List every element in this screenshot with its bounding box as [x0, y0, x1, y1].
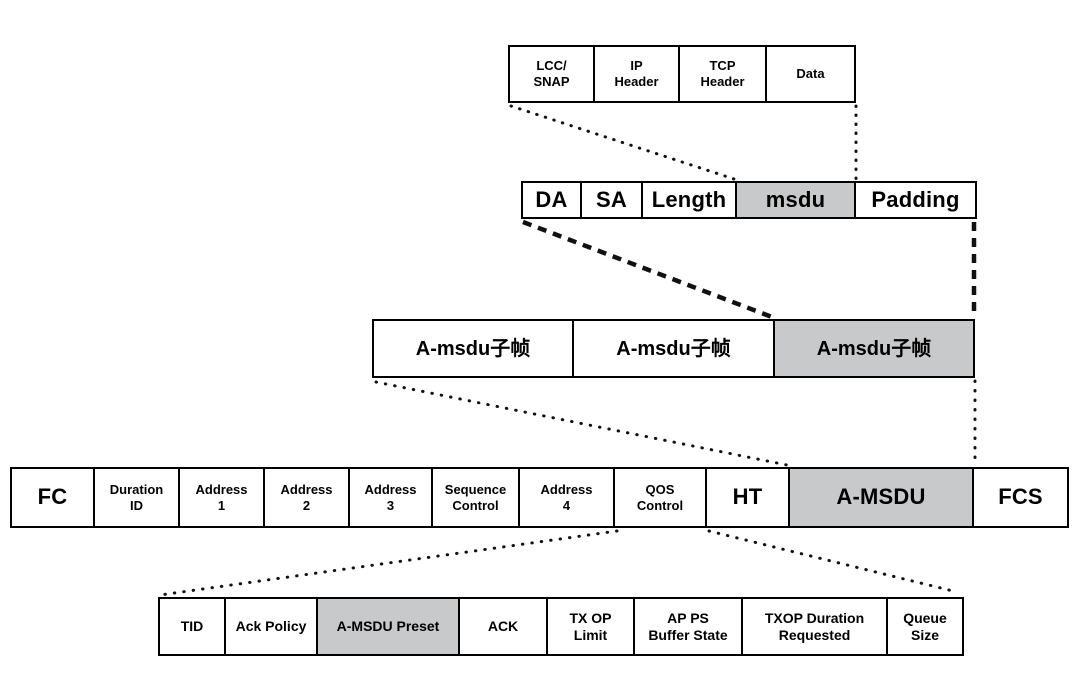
- field-amsdu-subframe-3: A-msdu子帧: [775, 319, 975, 378]
- row-msdu-payload: LCC/ SNAP IP Header TCP Header Data: [508, 45, 856, 103]
- field-address-3: Address 3: [350, 467, 433, 528]
- field-da: DA: [521, 181, 582, 219]
- field-ip-header: IP Header: [595, 45, 680, 103]
- row-amsdu-subframe-fields: DA SA Length msdu Padding: [521, 181, 977, 219]
- qos-expand-left-dotted-line: [158, 529, 619, 597]
- subframe-to-aggregate-left-dashed-line: [522, 219, 773, 320]
- field-queue-size: Queue Size: [888, 597, 964, 656]
- field-tid: TID: [158, 597, 226, 656]
- aggregate-to-amsdu-left-dotted-line: [374, 380, 789, 467]
- field-amsdu-preset: A-MSDU Preset: [318, 597, 460, 656]
- field-data: Data: [767, 45, 856, 103]
- field-msdu: msdu: [737, 181, 856, 219]
- field-amsdu-subframe-1: A-msdu子帧: [372, 319, 574, 378]
- qos-expand-right-dotted-line: [707, 529, 959, 594]
- payload-to-msdu-left-dotted-line: [509, 104, 736, 181]
- field-address-2: Address 2: [265, 467, 350, 528]
- field-a-msdu: A-MSDU: [790, 467, 974, 528]
- field-duration-id: Duration ID: [95, 467, 180, 528]
- field-ap-ps-buffer-state: AP PS Buffer State: [635, 597, 743, 656]
- field-padding: Padding: [856, 181, 977, 219]
- field-address-1: Address 1: [180, 467, 265, 528]
- field-tcp-header: TCP Header: [680, 45, 767, 103]
- field-amsdu-subframe-2: A-msdu子帧: [574, 319, 775, 378]
- field-fc: FC: [10, 467, 95, 528]
- field-sequence-control: Sequence Control: [433, 467, 520, 528]
- field-txop-limit: TX OP Limit: [548, 597, 635, 656]
- field-ack: ACK: [460, 597, 548, 656]
- field-txop-duration-requested: TXOP Duration Requested: [743, 597, 888, 656]
- row-amsdu-aggregate: A-msdu子帧 A-msdu子帧 A-msdu子帧: [372, 319, 975, 378]
- field-qos-control: QOS Control: [615, 467, 707, 528]
- field-fcs: FCS: [974, 467, 1069, 528]
- field-length: Length: [643, 181, 737, 219]
- field-lcc-snap: LCC/ SNAP: [508, 45, 595, 103]
- row-mac-frame: FC Duration ID Address 1 Address 2 Addre…: [10, 467, 1069, 528]
- field-sa: SA: [582, 181, 643, 219]
- field-address-4: Address 4: [520, 467, 615, 528]
- row-qos-control-fields: TID Ack Policy A-MSDU Preset ACK TX OP L…: [158, 597, 964, 656]
- field-ht: HT: [707, 467, 790, 528]
- field-ack-policy: Ack Policy: [226, 597, 318, 656]
